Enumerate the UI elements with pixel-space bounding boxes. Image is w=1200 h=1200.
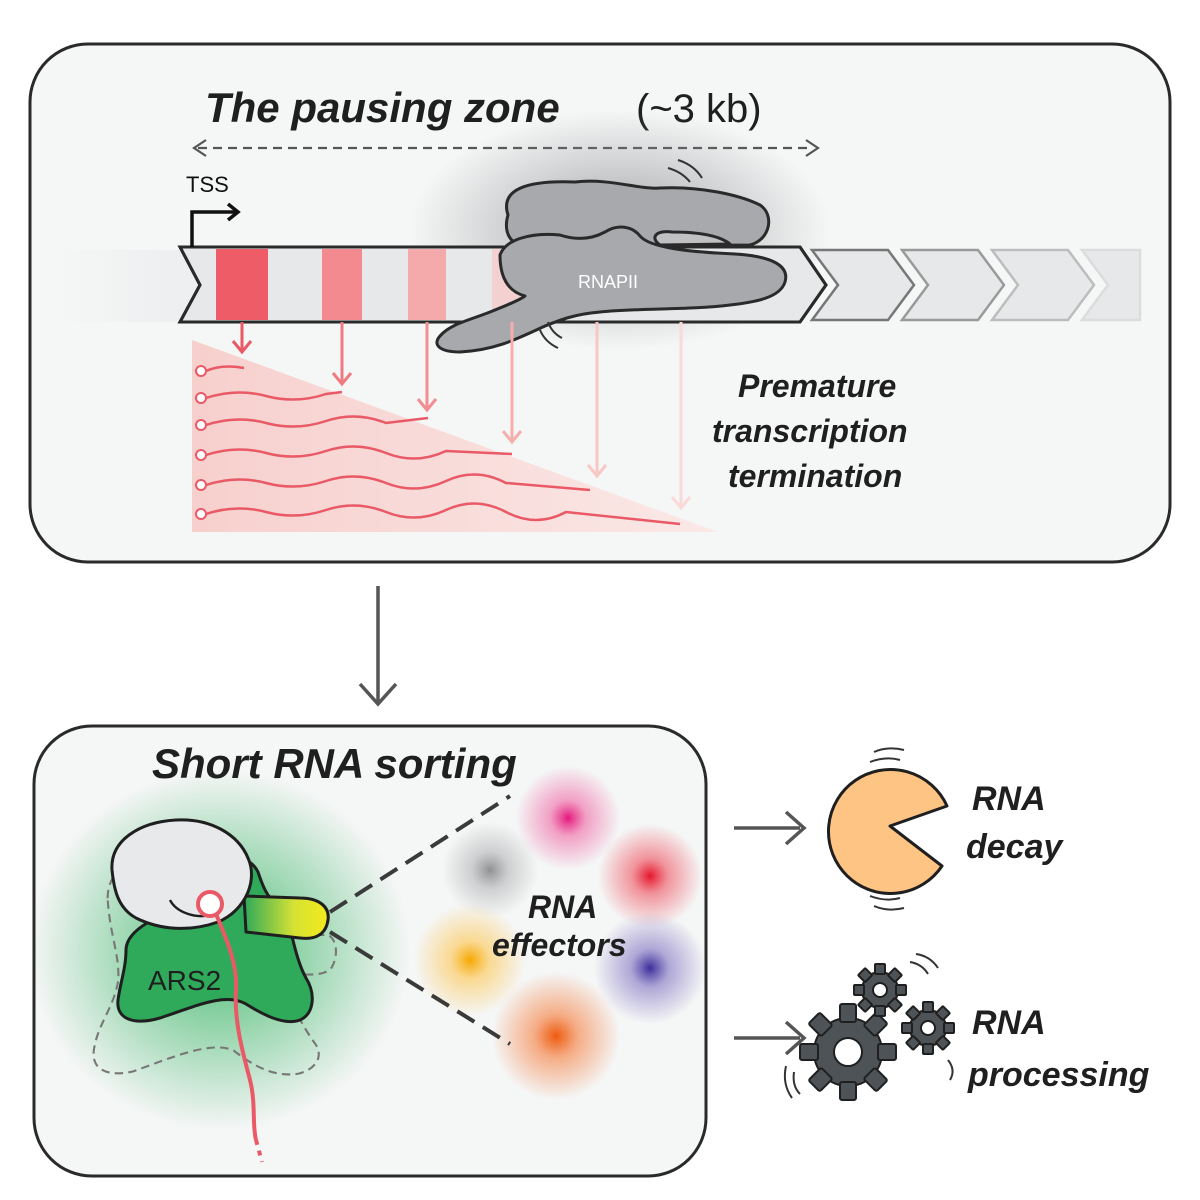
gears-group (783, 953, 955, 1101)
processing-label-line2: processing (967, 1056, 1150, 1094)
tss-arrow-icon (190, 202, 241, 247)
pausing-zone-title: The pausing zone (205, 84, 560, 131)
down-arrow-icon (670, 322, 692, 511)
processing-label-line1: RNA (972, 1004, 1046, 1042)
down-arrow-icon (231, 322, 253, 355)
pause-site-1 (216, 249, 268, 320)
bound-rna-strand (210, 903, 258, 1141)
pacman-icon (827, 747, 949, 911)
decay-label-line1: RNA (972, 780, 1046, 818)
gear-icon (799, 1003, 897, 1101)
ars2-label: ARS2 (148, 965, 221, 996)
polymerase-motion-lines (539, 159, 703, 349)
transcript-caps (195, 365, 207, 520)
termination-arrows (231, 322, 692, 511)
rna-effectors (414, 766, 706, 1100)
ars2-complex (92, 818, 338, 1163)
effector-grey (442, 822, 538, 918)
sorting-dashed-lines (328, 794, 512, 1046)
down-arrow-icon (586, 322, 608, 479)
gear-icon (901, 1001, 955, 1055)
gear-icon (853, 963, 907, 1017)
effectors-label-line1: RNA (528, 889, 597, 925)
bound-rna-tail (254, 1139, 264, 1163)
effector-purple (594, 912, 706, 1024)
rnapii-polymerase (435, 179, 788, 354)
pausing-zone-panel: The pausing zone (~3 kb) (28, 42, 1172, 564)
right-arrow-icon (734, 810, 807, 846)
down-arrow-icon (501, 322, 523, 445)
tss-label: TSS (186, 172, 229, 197)
downstream-chevrons (809, 248, 1142, 322)
termination-label-line2: transcription (712, 413, 908, 449)
right-arrow-icon (734, 1020, 807, 1056)
ars2-dashed-outline (92, 846, 338, 1076)
ars2-tail (242, 894, 330, 940)
effector-orange (492, 972, 620, 1100)
effector-pink (516, 766, 620, 870)
termination-label-line3: termination (728, 458, 902, 494)
down-arrow-icon (358, 586, 398, 707)
rnapii-label: RNAPII (578, 272, 638, 292)
down-arrow-icon (331, 322, 353, 387)
gear-motion-lines (783, 953, 954, 1099)
effectors-label-line2: effectors (492, 927, 627, 963)
decay-label-line2: decay (966, 828, 1064, 866)
rna-cap-icon (196, 890, 224, 918)
termination-label-line1: Premature (738, 368, 896, 404)
pause-site-3 (408, 249, 446, 320)
effector-red (598, 824, 702, 928)
transcript-triangle (192, 340, 718, 532)
pause-site-2 (322, 249, 362, 320)
short-rna-sorting-panel: Short RNA sorting ARS2 (30, 724, 708, 1178)
down-arrow-icon (416, 322, 438, 413)
short-transcripts (205, 365, 681, 526)
effector-yellow (414, 904, 526, 1016)
